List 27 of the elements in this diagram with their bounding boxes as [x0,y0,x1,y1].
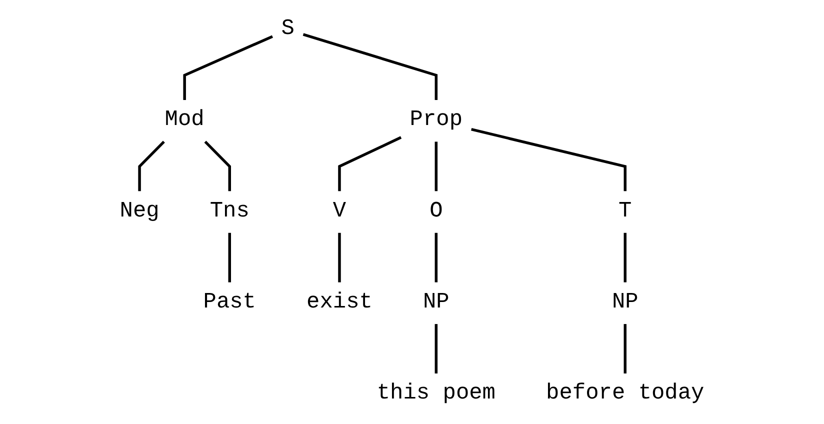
node-text: Mod [164,108,204,133]
connector [624,324,626,374]
node-text: S [281,16,294,42]
node-text: O [430,198,443,224]
connector [471,128,626,192]
connector [434,142,438,192]
node-text: T [618,198,632,224]
node-text: before today [546,381,704,406]
node-text: NP [422,290,450,316]
connector [338,136,402,192]
connector [434,324,438,374]
node-text: V [332,198,346,224]
connector [183,35,274,100]
connector [228,232,231,282]
node-text: Neg [120,198,160,224]
connector [624,232,626,282]
connector [204,140,231,192]
connector [302,33,438,100]
connector [434,232,438,282]
connector [338,232,341,282]
node-text: exist [306,290,372,316]
connector [138,140,165,192]
node-text: Tns [210,198,250,224]
node-text: Past [203,290,256,316]
node-text: NP [612,290,638,316]
node-text: Prop [410,108,463,133]
node-text: this poem [376,381,496,406]
